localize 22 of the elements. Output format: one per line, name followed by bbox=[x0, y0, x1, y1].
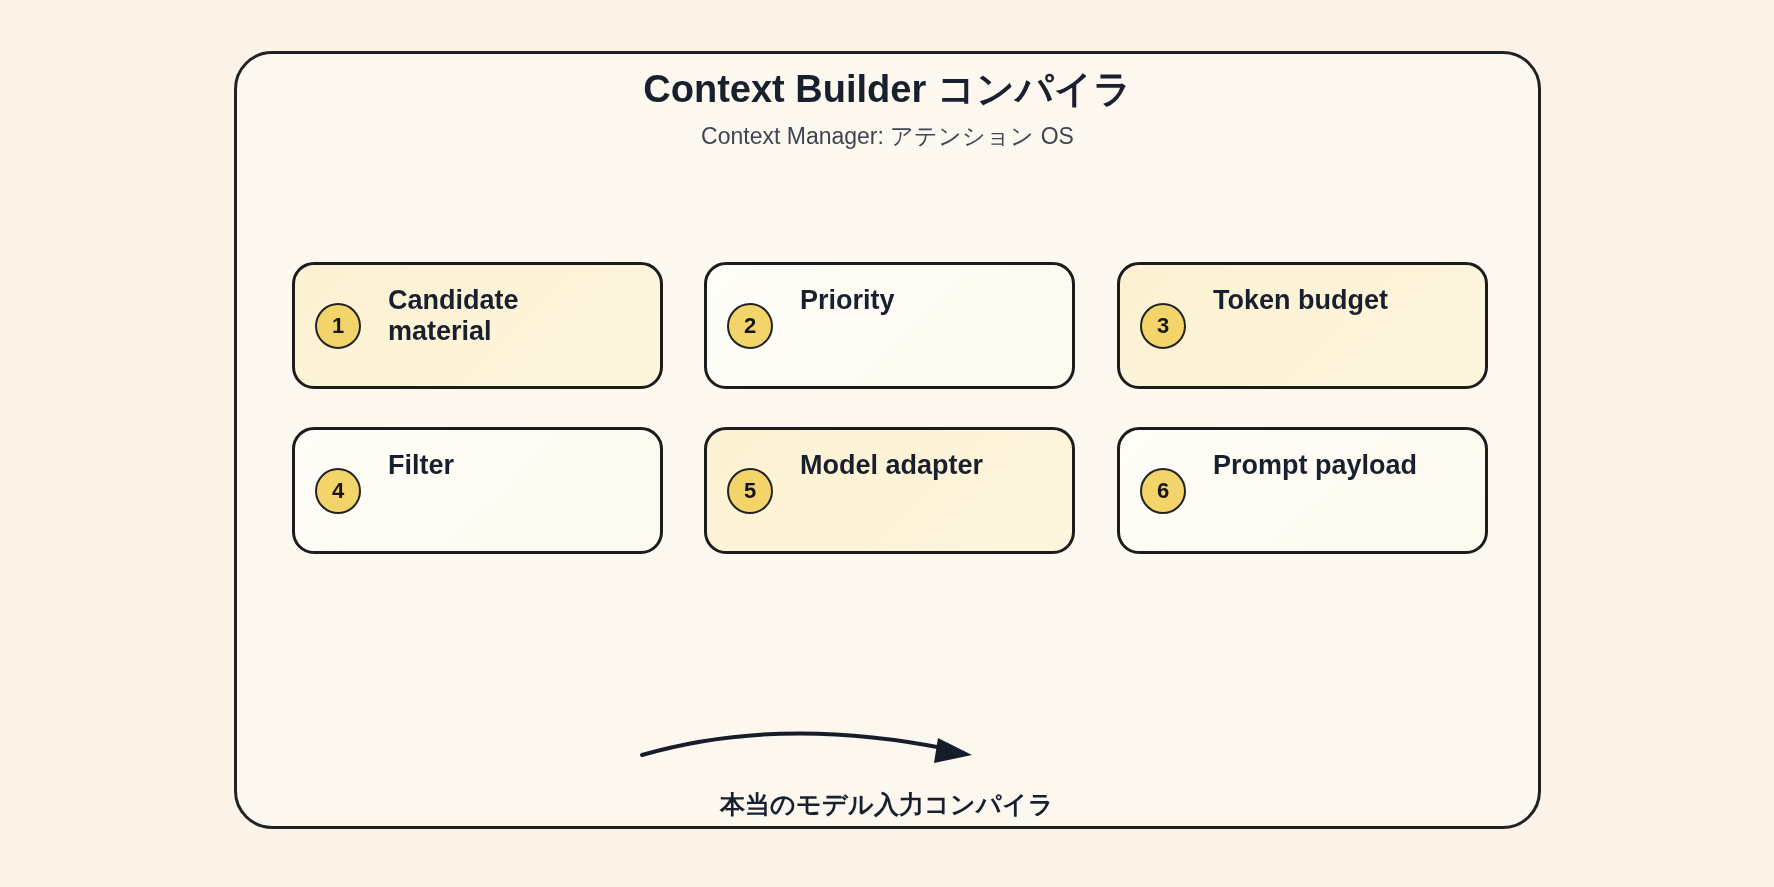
step-label: Prompt payload bbox=[1213, 450, 1419, 481]
step-card bbox=[1117, 262, 1488, 389]
step-number-badge: 2 bbox=[727, 303, 773, 349]
step-card bbox=[704, 262, 1075, 389]
step-card bbox=[1117, 427, 1488, 554]
step-label: Filter bbox=[388, 450, 455, 481]
step-number-badge: 4 bbox=[315, 468, 361, 514]
step-number-badge: 3 bbox=[1140, 303, 1186, 349]
step-number-badge: 5 bbox=[727, 468, 773, 514]
step-card bbox=[704, 427, 1075, 554]
step-number-badge: 6 bbox=[1140, 468, 1186, 514]
step-number-badge: 1 bbox=[315, 303, 361, 349]
panel-heading: Context Builder コンパイラ bbox=[643, 67, 1132, 112]
step-card bbox=[292, 262, 663, 389]
step-label: Model adapter bbox=[800, 450, 985, 481]
step-card bbox=[292, 427, 663, 554]
step-label: Priority bbox=[800, 285, 896, 316]
step-label: Candidate material bbox=[388, 285, 520, 347]
panel-subheading: Context Manager: アテンション OS bbox=[701, 122, 1074, 151]
caption-label: 本当のモデル入力コンパイラ bbox=[720, 789, 1054, 820]
step-label: Token budget bbox=[1213, 285, 1389, 316]
frame-panel bbox=[234, 51, 1541, 829]
